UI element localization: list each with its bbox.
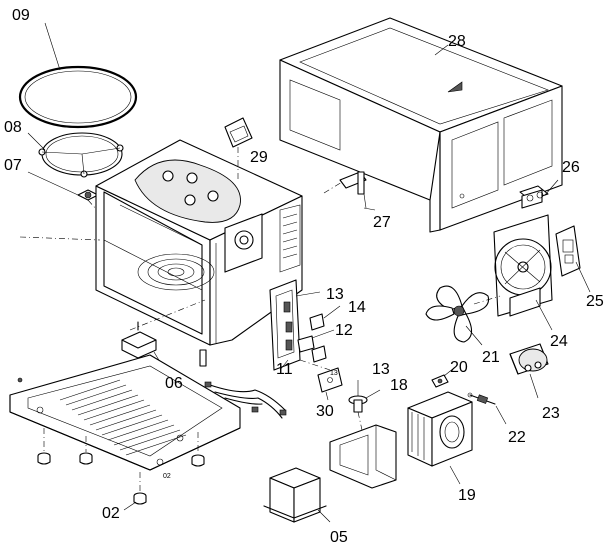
- part-label: 27: [373, 214, 391, 231]
- part-label: 25: [586, 293, 604, 310]
- part-label: 13: [326, 286, 344, 303]
- rubber-foot: [191, 454, 205, 467]
- part-label: 05: [330, 529, 348, 546]
- magnetron: [407, 391, 473, 467]
- part-label: 12: [335, 322, 353, 339]
- transformer: [263, 467, 327, 523]
- fan-blade: [425, 285, 490, 343]
- part-label: 20: [450, 359, 468, 376]
- base-code: 02: [163, 473, 171, 480]
- micro-switch-14: [309, 313, 325, 331]
- side-bracket: [555, 225, 581, 277]
- outer-case: [279, 17, 563, 233]
- oven-cavity: [95, 139, 303, 367]
- base-plate: [9, 354, 241, 471]
- part-label: 02: [102, 505, 120, 522]
- bracket-code: 13: [330, 370, 338, 377]
- part-label: 09: [12, 7, 30, 24]
- diode: [467, 392, 496, 405]
- part-label: 30: [316, 403, 334, 420]
- fan-bracket: [493, 214, 553, 317]
- rubber-foot: [133, 492, 147, 505]
- fuse-holder: [339, 171, 367, 209]
- part-label: 07: [4, 157, 22, 174]
- wire-harness: [204, 381, 287, 419]
- coupler: [77, 189, 99, 201]
- capacitor: [509, 343, 549, 375]
- part-label: 23: [542, 405, 560, 422]
- hood-cover: [224, 117, 253, 148]
- part-label: 29: [250, 149, 268, 166]
- part-label: 08: [4, 119, 22, 136]
- part-label: 14: [348, 299, 366, 316]
- rubber-foot: [79, 452, 93, 465]
- small-bracket-30: [317, 367, 343, 393]
- micro-switch-12: [297, 335, 327, 363]
- clip-20: [431, 374, 449, 388]
- turntable-ring: [18, 65, 138, 129]
- terminal-block: [519, 185, 549, 209]
- part-label: 21: [482, 349, 500, 366]
- part-label: 26: [562, 159, 580, 176]
- part-label: 22: [508, 429, 526, 446]
- part-label: 06: [165, 375, 183, 392]
- door-switch-assembly: [269, 279, 301, 371]
- turntable-motor: [121, 321, 157, 359]
- part-label: 13: [372, 361, 390, 378]
- part-label: 19: [458, 487, 476, 504]
- part-label: 11: [276, 361, 293, 378]
- rubber-foot: [37, 452, 51, 465]
- part-label: 24: [550, 333, 568, 350]
- thermal-cutout: [348, 380, 368, 413]
- roller-ring: [38, 132, 124, 178]
- part-label: 18: [390, 377, 408, 394]
- part-label: 28: [448, 33, 466, 50]
- magnetron-bracket: [329, 424, 397, 489]
